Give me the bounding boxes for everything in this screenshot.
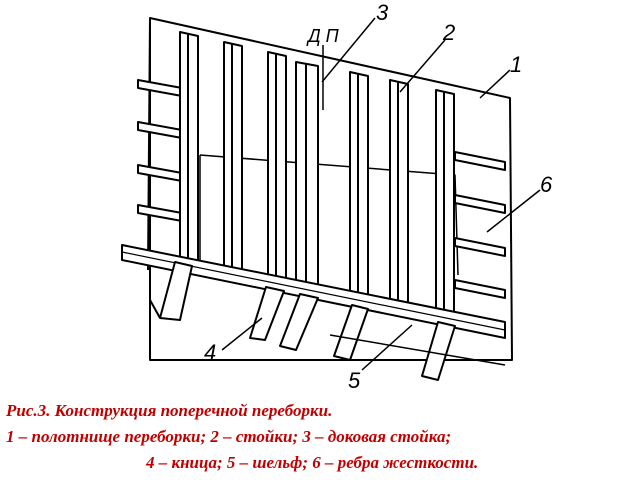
label-1: 1: [510, 52, 522, 77]
label-4: 4: [204, 340, 216, 365]
label-3: 3: [376, 0, 389, 25]
bulkhead-plate: [149, 17, 513, 361]
leader-1: [479, 69, 511, 99]
leader-5: [361, 324, 413, 371]
caption-title: Рис.3. Конструкция поперечной переборки.: [6, 401, 333, 420]
label-6: 6: [540, 172, 553, 197]
stanchions: [179, 31, 455, 319]
leader-3: [321, 17, 376, 83]
label-2: 2: [442, 20, 455, 45]
leader-2: [399, 39, 446, 93]
caption-legend-line-2: 4 – кница; 5 – шельф; 6 – ребра жесткост…: [146, 453, 479, 472]
bulkhead-diagram: 1 2 3 Д П 4 5 6: [121, 0, 553, 393]
label-5: 5: [348, 368, 361, 393]
caption-legend-line-1: 1 – полотнище переборки; 2 – стойки; 3 –…: [6, 427, 452, 446]
leader-4: [221, 317, 263, 351]
leader-6: [486, 189, 541, 233]
label-dp: Д П: [306, 26, 340, 46]
brackets: [159, 261, 456, 381]
